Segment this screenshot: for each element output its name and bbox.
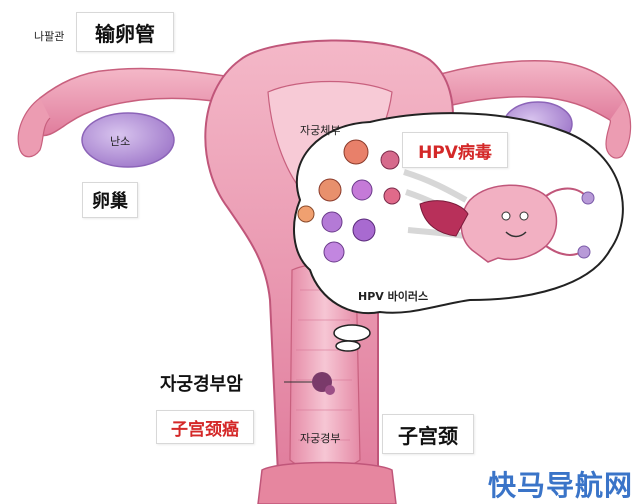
fallopian-tube-label-ko: 나팔관 bbox=[34, 30, 65, 43]
cervix-label-cn: 子宫颈 bbox=[382, 414, 474, 454]
right-tube-fimbriae bbox=[605, 99, 632, 159]
cervical-cancer-label-ko: 자궁경부암 bbox=[160, 374, 243, 395]
ovary-label-ko: 난소 bbox=[110, 135, 131, 148]
cervical-cancer-label-cn: 子宫颈癌 bbox=[156, 410, 254, 444]
watermark: 快马导航网 bbox=[488, 469, 634, 502]
uterus-body-label: 자궁체부 bbox=[300, 124, 341, 137]
hpv-virus-label-ko: HPV 바이러스 bbox=[358, 290, 429, 303]
cervix-label-ko: 자궁경부 bbox=[300, 432, 341, 445]
hpv-virus-label-cn: HPV病毒 bbox=[402, 132, 508, 168]
left-ovary bbox=[81, 112, 175, 168]
left-tube-fimbriae bbox=[17, 97, 51, 158]
fallopian-tube-label-cn: 输卵管 bbox=[76, 12, 174, 52]
vaginal-base bbox=[257, 461, 397, 504]
virus-particles bbox=[297, 139, 401, 263]
ovary-label-cn: 卵巢 bbox=[82, 182, 138, 218]
bubble-tail-large bbox=[333, 324, 371, 342]
bubble-tail-small bbox=[335, 340, 361, 352]
